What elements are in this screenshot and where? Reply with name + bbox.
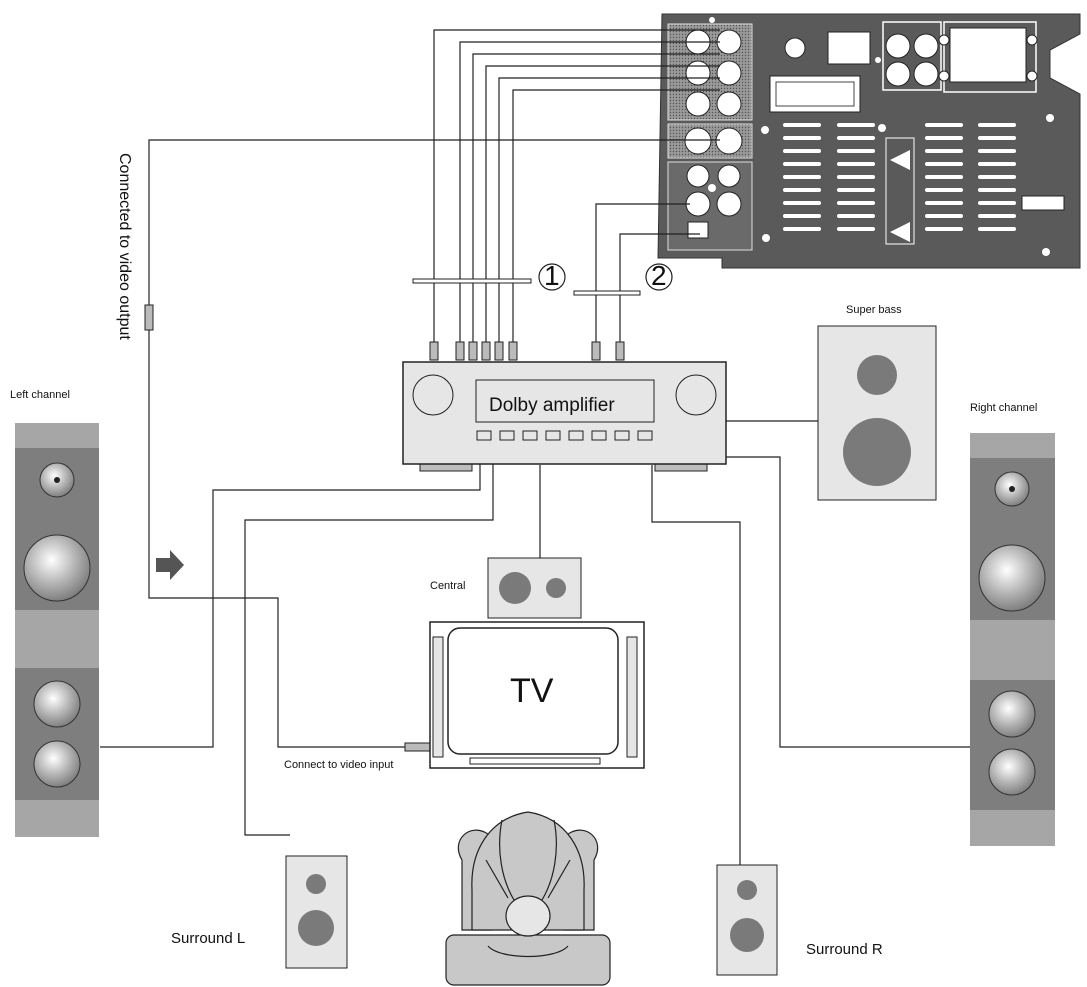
surround-r-label: Surround R	[806, 941, 883, 958]
super-bass-speaker	[817, 325, 937, 501]
right-channel-speaker	[970, 433, 1055, 846]
bundle-2-label: 2	[651, 260, 667, 291]
bundle-1-label: 1	[544, 260, 560, 291]
video-input-label: Connect to video input	[284, 759, 394, 771]
dvd-rear-panel	[657, 13, 1081, 269]
dolby-amplifier	[402, 361, 727, 472]
surround-r-speaker	[716, 864, 778, 976]
video-output-label: Connected to video output	[116, 153, 133, 340]
bundle-2-circle	[645, 263, 673, 291]
central-speaker	[487, 557, 582, 619]
bundle-bar-digital	[573, 290, 641, 296]
signal-arrow-icon	[156, 550, 184, 580]
super-bass-label: Super bass	[846, 304, 902, 316]
listener-armchair-icon	[445, 811, 611, 986]
left-channel-speaker	[15, 423, 99, 837]
left-channel-label: Left channel	[10, 389, 70, 401]
bundle-bar-audio	[412, 278, 532, 284]
right-channel-label: Right channel	[970, 402, 1038, 414]
bundle-1-circle	[538, 263, 566, 291]
amplifier-label: Dolby amplifier	[489, 395, 615, 416]
tv-label: TV	[510, 672, 554, 710]
surround-l-label: Surround L	[171, 930, 246, 947]
central-label: Central	[430, 580, 466, 592]
surround-l-speaker	[285, 855, 348, 969]
tv-set	[429, 621, 645, 769]
rca-plugs	[144, 304, 625, 752]
